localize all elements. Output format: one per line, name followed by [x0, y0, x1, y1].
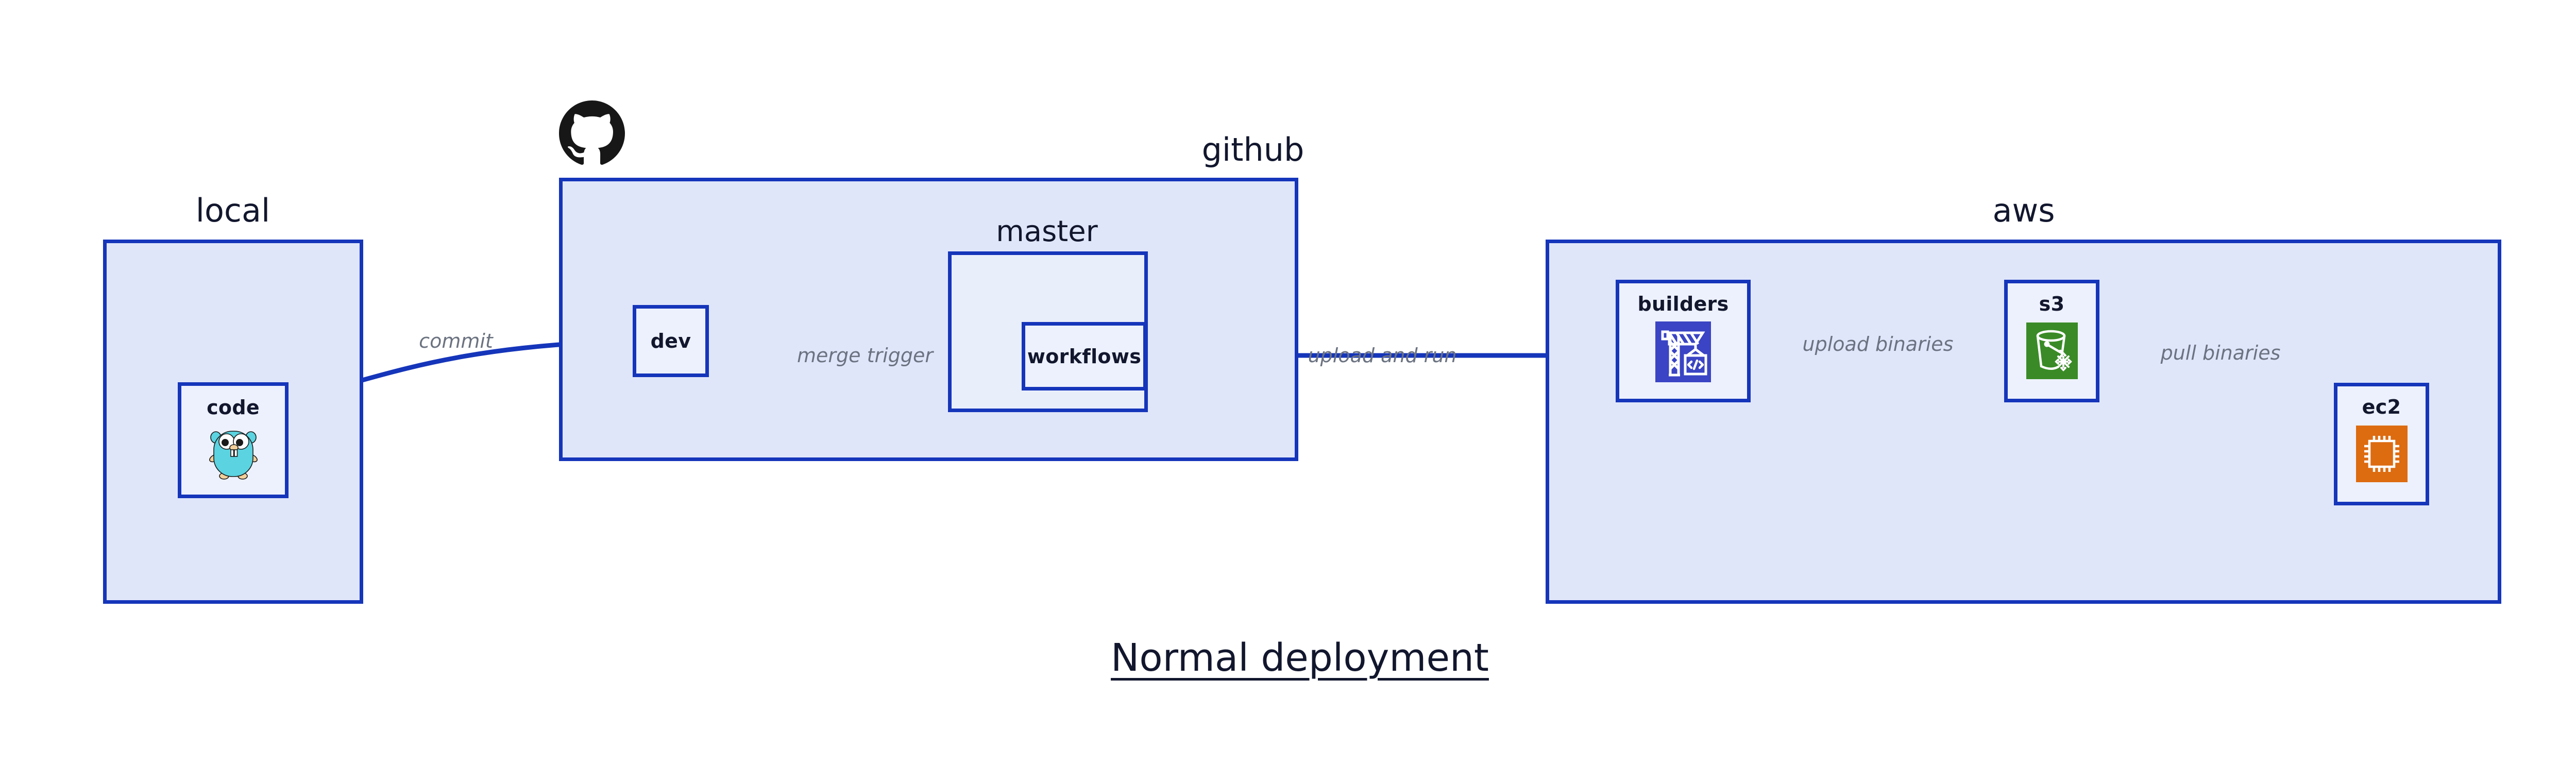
edge-label-upload-binaries: upload binaries: [1802, 333, 1954, 355]
node-label-ec2: ec2: [2362, 396, 2401, 418]
node-dev[interactable]: dev: [633, 305, 709, 377]
node-label-workflows: workflows: [1027, 345, 1142, 368]
edge-label-pull-binaries: pull binaries: [2160, 342, 2281, 364]
group-label-github: github: [1201, 131, 1304, 168]
group-label-local: local: [195, 192, 270, 229]
node-label-code: code: [207, 396, 260, 419]
group-label-master: master: [996, 215, 1098, 248]
node-label-dev: dev: [650, 330, 691, 352]
node-builders[interactable]: builders: [1616, 280, 1751, 402]
go-gopher-icon: [209, 431, 258, 480]
edge-label-commit: commit: [419, 330, 493, 352]
crane-code-icon: [1655, 321, 1711, 382]
github-mark-icon: [559, 100, 625, 165]
node-s3[interactable]: s3: [2004, 280, 2099, 402]
diagram-title: Normal deployment: [1111, 636, 1489, 680]
group-label-aws: aws: [1992, 192, 2055, 229]
node-label-builders: builders: [1637, 293, 1729, 315]
bucket-snowflake-icon: [2026, 322, 2078, 379]
edge-label-merge-trigger: merge trigger: [797, 344, 933, 367]
cpu-chip-icon: [2355, 426, 2408, 482]
edge-label-upload-and-run: upload and run: [1308, 344, 1457, 367]
node-workflows[interactable]: workflows: [1022, 322, 1147, 390]
node-ec2[interactable]: ec2: [2334, 383, 2429, 505]
node-code[interactable]: code: [178, 382, 289, 498]
node-label-s3: s3: [2039, 293, 2065, 315]
